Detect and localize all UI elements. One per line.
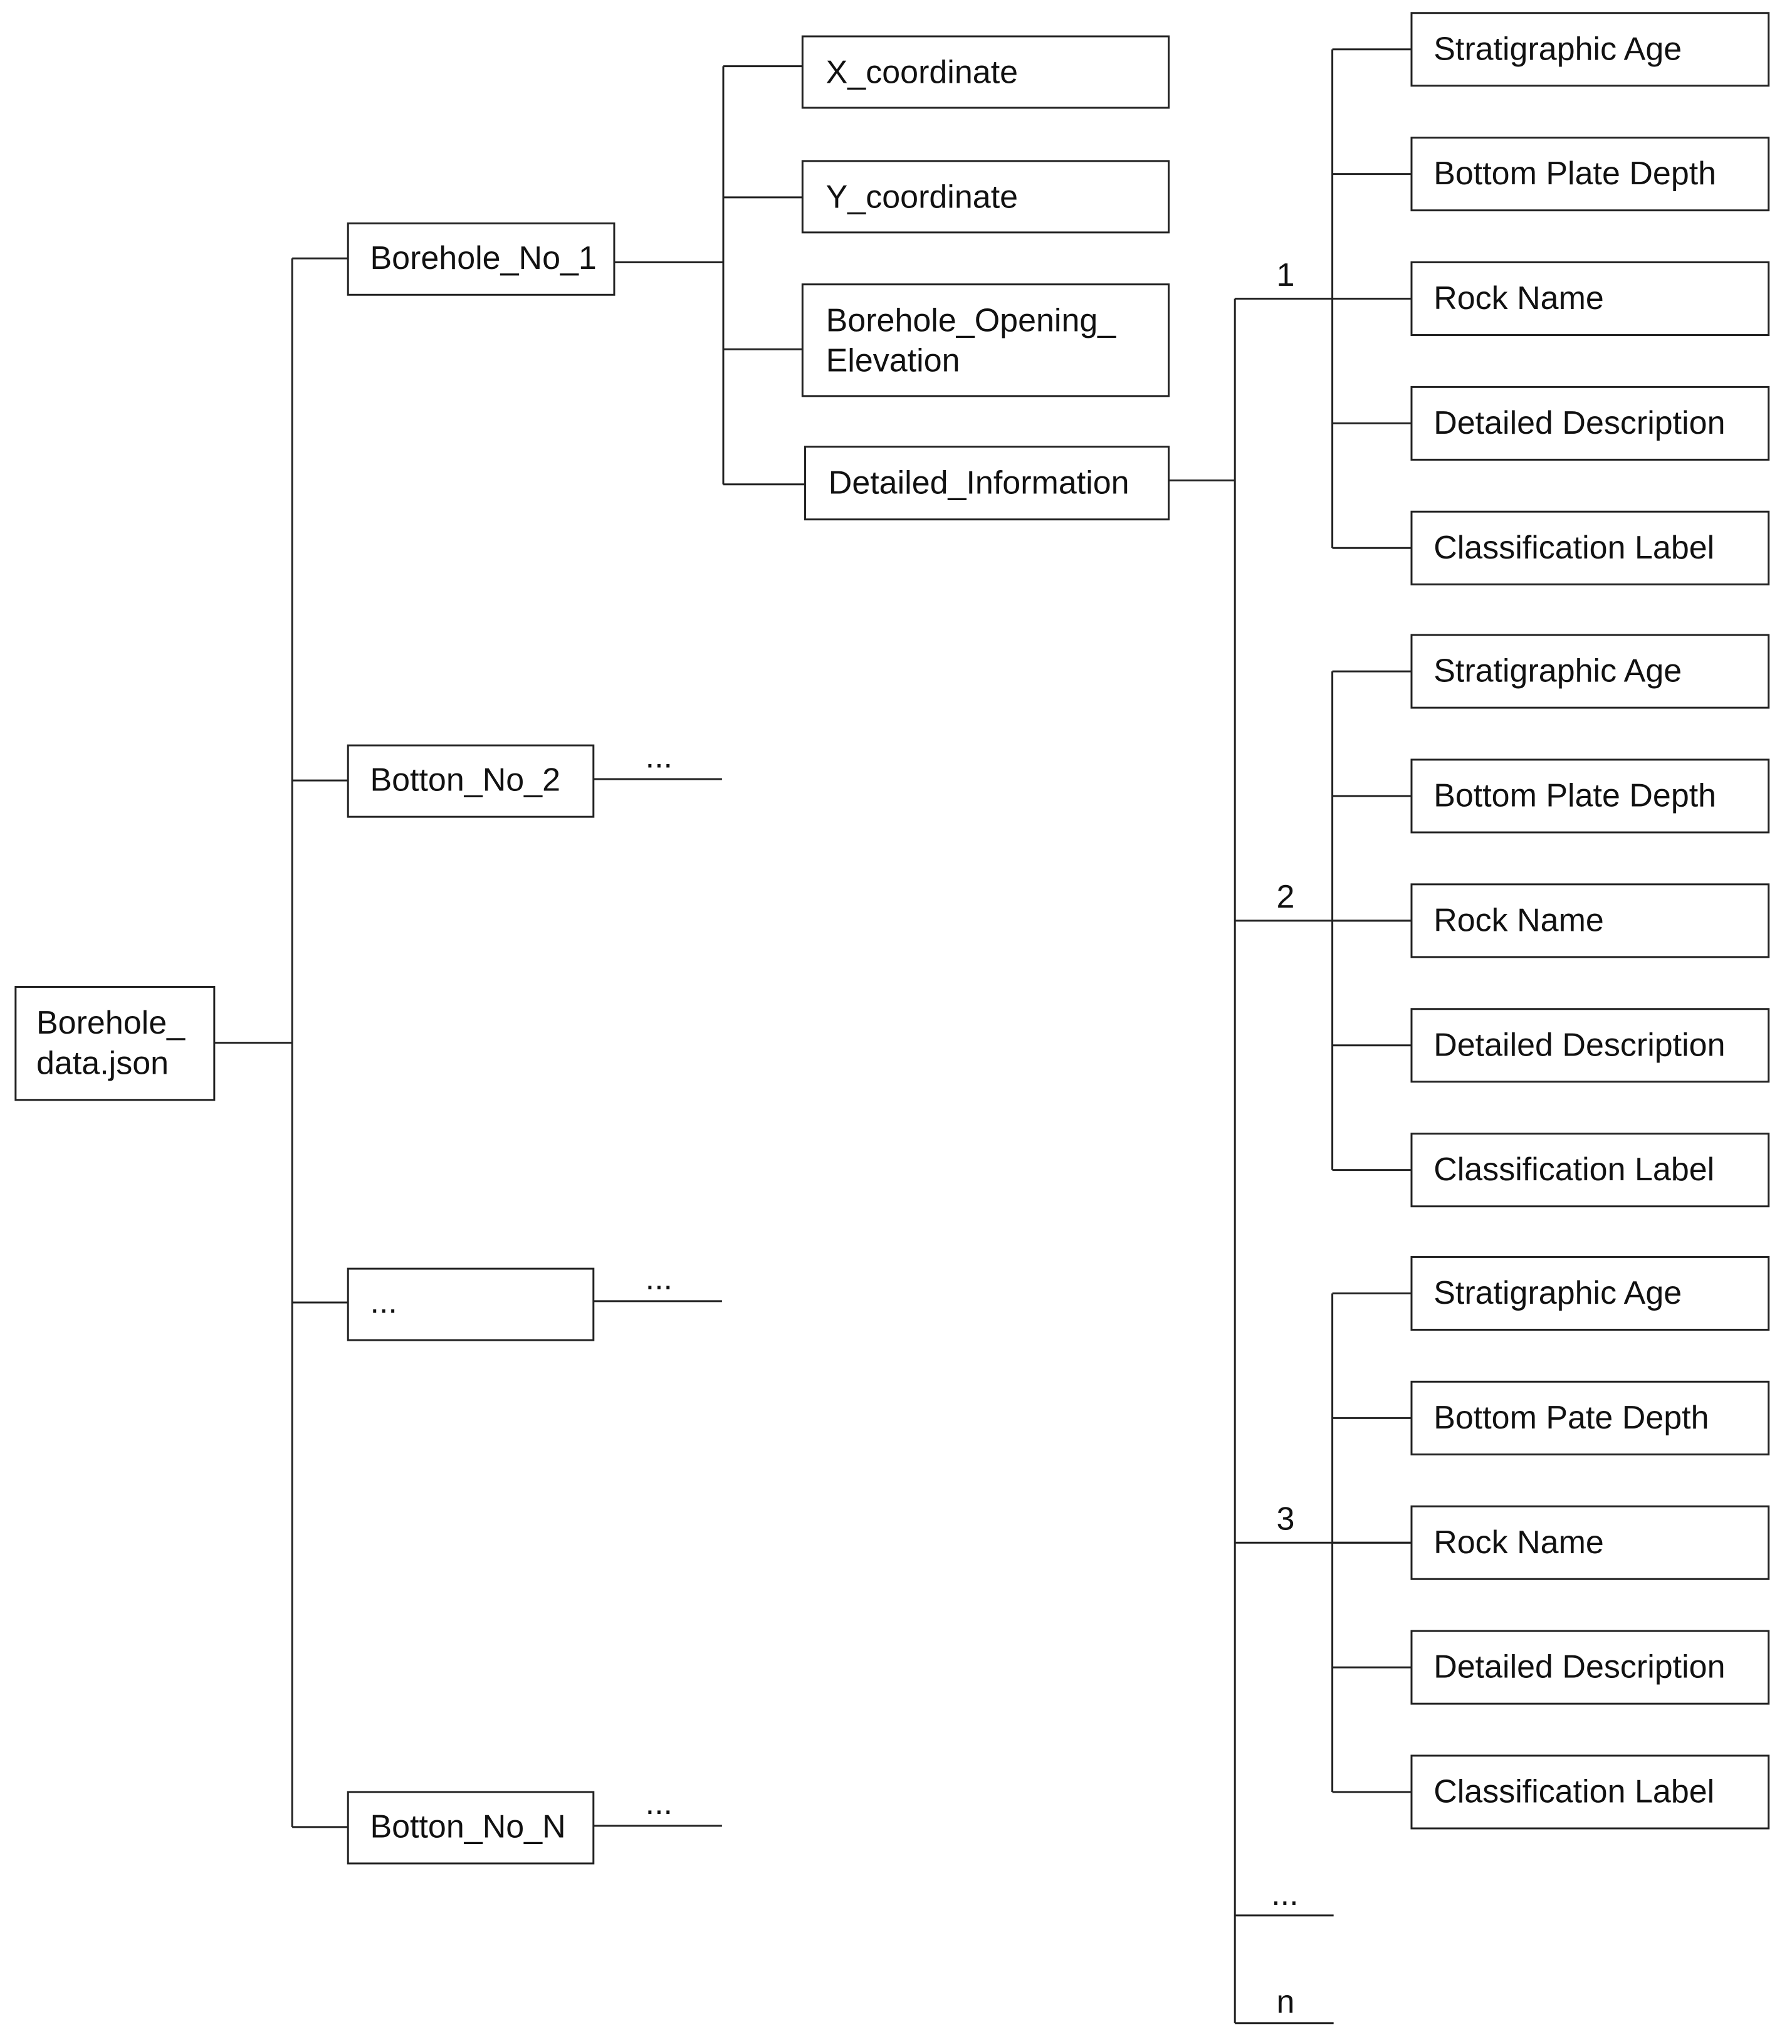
layer-field-label: Detailed Description <box>1433 1027 1725 1063</box>
layer-field-node <box>1410 1133 1770 1208</box>
layer-field-label: Rock Name <box>1433 1524 1604 1561</box>
layer-index-label: 3 <box>1277 1501 1295 1538</box>
layer-field-node <box>1410 758 1770 834</box>
x-coordinate-node <box>801 35 1170 109</box>
layer-field-label: Classification Label <box>1433 530 1714 566</box>
layer-field-node <box>1410 12 1770 87</box>
opening-elevation-node-text: Elevation <box>826 343 960 379</box>
y-coordinate-node-text: Y_coordinate <box>826 179 1018 215</box>
layer-field-label: Bottom Plate Depth <box>1433 155 1716 192</box>
layer-field-label: Bottom Plate Depth <box>1433 778 1716 814</box>
layer-field-node <box>1410 1754 1770 1830</box>
borehole-node <box>347 1791 595 1865</box>
ellipsis-label: ... <box>646 1785 673 1821</box>
borehole-label: ... <box>370 1284 397 1321</box>
layer-field-label: Stratigraphic Age <box>1433 1275 1682 1311</box>
layer-field-node <box>1410 510 1770 585</box>
layer-field-node <box>1410 1008 1770 1083</box>
layer-tail-n: n <box>1277 1984 1295 2020</box>
layer-field-label: Detailed Description <box>1433 405 1725 441</box>
detailed-information-node <box>804 446 1170 521</box>
layer-field-label: Rock Name <box>1433 902 1604 938</box>
root-node-text: data.json <box>36 1045 169 1081</box>
layer-field-node <box>1410 1380 1770 1455</box>
layer-field-node <box>1410 1630 1770 1705</box>
layer-field-label: Rock Name <box>1433 280 1604 317</box>
borehole-label: Borehole_No_1 <box>370 240 596 276</box>
layer-field-label: Stratigraphic Age <box>1433 31 1682 67</box>
borehole-label: Botton_No_N <box>370 1809 565 1845</box>
ellipsis-label: ... <box>646 738 673 775</box>
detailed-information-node-text: Detailed_Information <box>829 464 1129 501</box>
opening-elevation-node-text: Borehole_Opening_ <box>826 302 1117 338</box>
borehole-node <box>347 222 616 296</box>
layer-field-label: Classification Label <box>1433 1151 1714 1188</box>
opening-elevation-node <box>801 283 1170 397</box>
layer-index-label: 1 <box>1277 257 1295 293</box>
ellipsis-label: ... <box>646 1260 673 1297</box>
x-coordinate-node-text: X_coordinate <box>826 55 1018 91</box>
root-node-text: Borehole_ <box>36 1005 186 1041</box>
layer-field-label: Detailed Description <box>1433 1649 1725 1685</box>
layer-field-node <box>1410 1255 1770 1331</box>
layer-index-label: 2 <box>1277 879 1295 915</box>
root-node <box>14 986 216 1101</box>
borehole-node <box>347 1267 595 1341</box>
layer-field-label: Bottom Pate Depth <box>1433 1400 1709 1436</box>
layer-field-node <box>1410 883 1770 958</box>
layer-field-label: Classification Label <box>1433 1774 1714 1810</box>
y-coordinate-node <box>801 160 1170 234</box>
layer-field-node <box>1410 385 1770 461</box>
layer-field-node <box>1410 634 1770 709</box>
layer-tail-ellipsis: ... <box>1271 1876 1298 1912</box>
layer-field-node <box>1410 261 1770 337</box>
borehole-node <box>347 744 595 818</box>
borehole-label: Botton_No_2 <box>370 762 560 799</box>
layer-field-label: Stratigraphic Age <box>1433 653 1682 689</box>
layer-field-node <box>1410 137 1770 212</box>
layer-field-node <box>1410 1505 1770 1580</box>
